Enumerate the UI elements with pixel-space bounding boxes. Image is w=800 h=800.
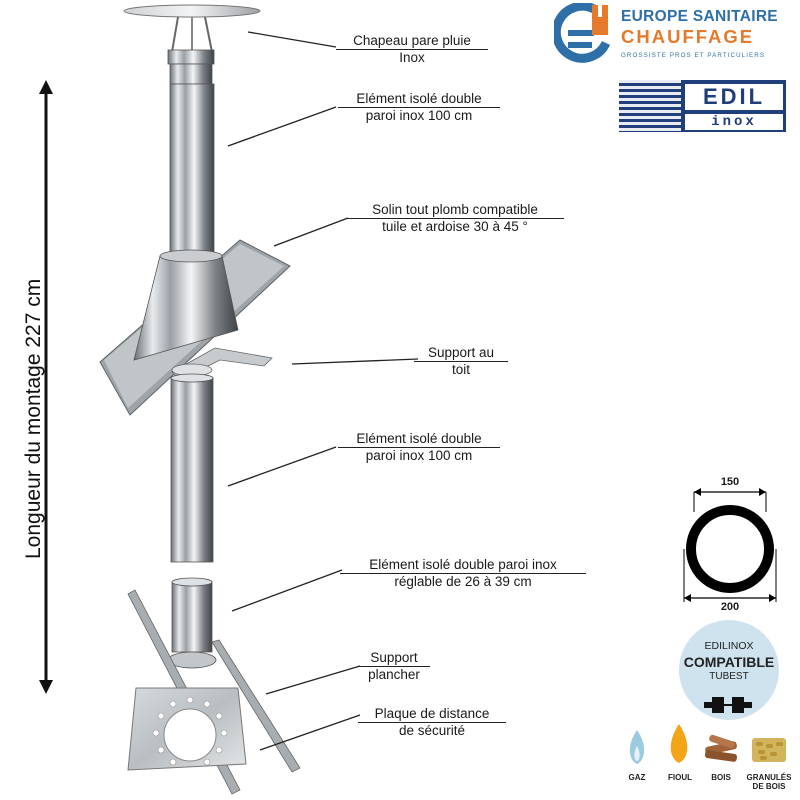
label-safety-plate: Plaque de distance de sécurité bbox=[358, 706, 506, 738]
label-upper-element: Elément isolé double paroi inox 100 cm bbox=[338, 91, 500, 123]
outer-diameter-label: 200 bbox=[720, 601, 740, 613]
badge-line3: TUBEST bbox=[709, 671, 749, 682]
brand-name-line1: EUROPE SANITAIRE bbox=[621, 8, 778, 25]
leader-lines bbox=[227, 31, 419, 751]
brand-logo-icon bbox=[554, 3, 611, 63]
brand-name-line2: CHAUFFAGE bbox=[621, 26, 755, 47]
label-middle-element-line2: paroi inox 100 cm bbox=[365, 448, 473, 463]
label-upper-element-line2: paroi inox 100 cm bbox=[365, 108, 473, 123]
label-upper-element-line1: Elément isolé double bbox=[338, 91, 500, 108]
label-rain-cap: Chapeau pare pluie Inox bbox=[336, 33, 488, 65]
brand-tagline: GROSSISTE PROS ET PARTICULIERS bbox=[621, 52, 766, 59]
middle-pipe bbox=[170, 377, 214, 563]
compat-badge-graphic bbox=[679, 620, 779, 720]
fuel-oil-icon bbox=[670, 724, 688, 763]
fuel-label-pellets: GRANULÉS DE BOIS bbox=[746, 773, 792, 791]
label-flashing: Solin tout plomb compatible tuile et ard… bbox=[346, 202, 564, 234]
roof-flashing bbox=[99, 239, 291, 416]
fuel-label-gas: GAZ bbox=[628, 773, 646, 782]
fuel-label-wood: BOIS bbox=[711, 773, 731, 782]
label-safety-plate-line1: Plaque de distance bbox=[358, 706, 506, 723]
upper-pipe bbox=[169, 83, 215, 257]
gas-icon bbox=[629, 730, 645, 764]
badge-line2: COMPATIBLE bbox=[683, 654, 775, 670]
inner-diameter-label: 150 bbox=[720, 476, 740, 488]
rain-cap bbox=[123, 4, 261, 85]
label-floor-support-line2: plancher bbox=[368, 667, 420, 682]
label-adjustable-element-line2: réglable de 26 à 39 cm bbox=[394, 574, 532, 589]
label-middle-element: Elément isolé double paroi inox 100 cm bbox=[338, 431, 500, 463]
label-adjustable-element-line1: Elément isolé double paroi inox bbox=[340, 557, 586, 574]
pellets-icon bbox=[752, 738, 786, 762]
height-arrow bbox=[39, 80, 53, 694]
label-floor-support: Support plancher bbox=[358, 650, 430, 682]
edil-inox-logo: EDIL inox bbox=[619, 80, 786, 132]
label-adjustable-element: Elément isolé double paroi inox réglable… bbox=[340, 557, 586, 589]
label-rain-cap-line1: Chapeau pare pluie bbox=[336, 33, 488, 50]
label-roof-support-line2: toit bbox=[451, 362, 470, 377]
badge-line1: EDILINOX bbox=[704, 640, 754, 652]
safety-plate bbox=[127, 687, 247, 771]
label-rain-cap-line2: Inox bbox=[399, 50, 425, 65]
label-flashing-line1: Solin tout plomb compatible bbox=[346, 202, 564, 219]
fuel-label-oil: FIOUL bbox=[668, 773, 692, 782]
edil-logo-top: EDIL bbox=[685, 84, 783, 110]
label-floor-support-line1: Support bbox=[358, 650, 430, 667]
label-middle-element-line1: Elément isolé double bbox=[338, 431, 500, 448]
diameter-diagram bbox=[683, 488, 777, 602]
label-flashing-line2: tuile et ardoise 30 à 45 ° bbox=[382, 219, 528, 234]
wood-icon bbox=[704, 734, 738, 762]
label-roof-support: Support au toit bbox=[414, 345, 508, 377]
label-safety-plate-line2: de sécurité bbox=[398, 723, 466, 738]
edil-logo-bottom: inox bbox=[685, 114, 783, 130]
label-roof-support-line1: Support au bbox=[414, 345, 508, 362]
adjustable-pipe bbox=[171, 581, 213, 653]
total-length-label: Longueur du montage 227 cm bbox=[22, 278, 45, 559]
